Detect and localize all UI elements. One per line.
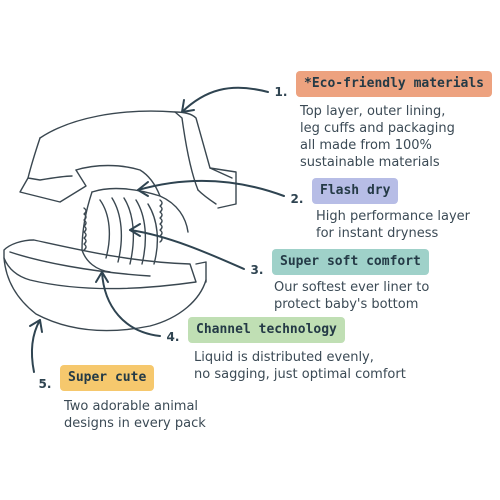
feature-4-desc-line: no sagging, just optimal comfort (194, 367, 406, 382)
feature-4-description: Liquid is distributed evenly, no sagging… (194, 349, 406, 383)
feature-3-title: Super soft comfort (272, 249, 429, 275)
arrow-2 (137, 179, 285, 197)
feature-1-desc-line: all made from 100% (300, 138, 432, 153)
feature-1-number: 1. (274, 85, 288, 99)
arrow-3 (129, 229, 245, 270)
feature-2-number: 2. (290, 192, 304, 206)
feature-3-desc-line: Our softest ever liner to (274, 280, 430, 295)
feature-5-desc-line: Two adorable animal (64, 399, 199, 414)
feature-5-number: 5. (38, 377, 52, 391)
feature-3-desc-line: protect baby's bottom (274, 297, 419, 312)
feature-2-title: Flash dry (312, 178, 399, 204)
feature-1-description: Top layer, outer lining, leg cuffs and p… (300, 103, 455, 171)
feature-5-description: Two adorable animal designs in every pac… (64, 398, 206, 432)
feature-5-desc-line: designs in every pack (64, 416, 206, 431)
feature-1-desc-line: sustainable materials (300, 155, 440, 170)
feature-2-description: High performance layer for instant dryne… (316, 208, 470, 242)
feature-3-description: Our softest ever liner to protect baby's… (274, 279, 429, 313)
feature-5-title: Super cute (60, 365, 155, 391)
feature-2-desc-line: for instant dryness (316, 226, 439, 241)
diaper-illustration (3, 110, 237, 332)
arrow-1 (181, 86, 269, 113)
feature-3-number: 3. (250, 263, 264, 277)
arrow-5 (31, 319, 41, 373)
feature-4-number: 4. (166, 330, 180, 344)
feature-1-desc-line: Top layer, outer lining, (300, 104, 446, 119)
feature-1-title: *Eco-friendly materials (296, 71, 493, 97)
connector-arrows (29, 86, 285, 373)
arrow-4 (101, 271, 161, 337)
feature-2-desc-line: High performance layer (316, 209, 471, 224)
feature-4-desc-line: Liquid is distributed evenly, (194, 350, 374, 365)
feature-4-title: Channel technology (188, 317, 345, 343)
feature-1-desc-line: leg cuffs and packaging (300, 121, 455, 136)
